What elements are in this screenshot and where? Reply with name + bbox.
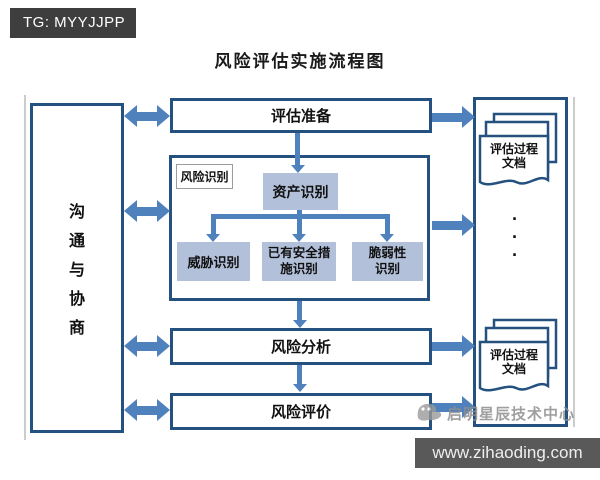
doc-label-line2: 文档 — [501, 156, 526, 171]
page-title: 风险评估实施流程图 — [214, 52, 386, 71]
threat-identification-box: 威胁识别 — [177, 242, 250, 281]
connector-prepare-asset — [295, 133, 300, 166]
arrow-analysis-to-docs — [432, 334, 475, 358]
document-pages-icon — [478, 112, 558, 186]
vulnerability-line1: 脆弱性 — [368, 245, 407, 260]
vulnerability-identification-box: 脆弱性 识别 — [352, 242, 423, 281]
double-arrow-prepare — [124, 104, 170, 128]
watermark-text: 启明星辰技术中心 — [447, 406, 576, 423]
existing-measures-box: 已有安全措 施识别 — [262, 242, 336, 281]
dot: · — [512, 245, 518, 265]
vtext-char: 沟 — [68, 204, 85, 221]
right-edge-line — [573, 97, 575, 427]
vtext-char: 商 — [68, 320, 85, 337]
document-stack-label: 评估过程 文档 — [480, 348, 548, 377]
doc-label-line1: 评估过程 — [489, 348, 538, 362]
vtext-char: 通 — [68, 233, 85, 250]
double-arrow-identification — [124, 199, 170, 223]
doc-label-line1: 评估过程 — [489, 142, 538, 156]
doc-label-line2: 文档 — [501, 362, 526, 377]
dot: · — [512, 227, 518, 247]
arrow-evaluation-to-docs — [432, 395, 475, 419]
connector-asset-branch — [297, 210, 302, 216]
arrowhead-down — [293, 320, 307, 328]
vtext-char: 与 — [68, 262, 85, 279]
telegram-badge: TG: MYYJJPP — [10, 8, 136, 38]
double-arrow-evaluation — [124, 398, 170, 422]
risk-identification-label: 风险识别 — [176, 164, 233, 189]
document-stack-bottom: 评估过程 文档 — [478, 316, 564, 400]
ellipsis-dots: · · · — [512, 209, 518, 265]
document-stack-top: 评估过程 文档 — [478, 110, 564, 194]
arrowhead-down — [291, 165, 305, 173]
branch-stub-threat — [211, 219, 216, 235]
arrow-prepare-to-docs — [432, 105, 475, 129]
connector-group-analysis — [297, 301, 302, 321]
footer-url-bar: www.zihaoding.com — [415, 438, 600, 468]
dot: · — [512, 209, 518, 229]
branch-stub-vulnerability — [385, 219, 390, 235]
arrowhead-down — [380, 234, 394, 242]
risk-analysis-box: 风险分析 — [170, 328, 432, 365]
branch-stub-measures — [297, 219, 302, 235]
arrowhead-down — [292, 234, 306, 242]
branch-line — [211, 214, 390, 219]
vtext-char: 协 — [68, 291, 85, 308]
prepare-box: 评估准备 — [170, 98, 432, 133]
double-arrow-analysis — [124, 334, 170, 358]
connector-analysis-evaluation — [297, 365, 302, 385]
arrowhead-down — [206, 234, 220, 242]
document-pages-icon — [478, 318, 558, 392]
communication-box-label: 沟 通 与 协 商 — [69, 198, 85, 338]
communication-box: 沟 通 与 协 商 — [30, 103, 124, 433]
asset-identification-box: 资产识别 — [263, 173, 338, 210]
vulnerability-line2: 识别 — [374, 261, 400, 276]
venustech-logo-icon — [417, 403, 442, 421]
risk-evaluation-box: 风险评价 — [170, 393, 432, 430]
existing-measures-line1: 已有安全措 — [267, 245, 331, 260]
arrow-identification-to-docs — [432, 213, 475, 237]
existing-measures-line2: 施识别 — [280, 261, 318, 276]
arrowhead-down — [293, 384, 307, 392]
document-stack-label: 评估过程 文档 — [480, 142, 548, 171]
left-edge-line — [24, 95, 26, 440]
